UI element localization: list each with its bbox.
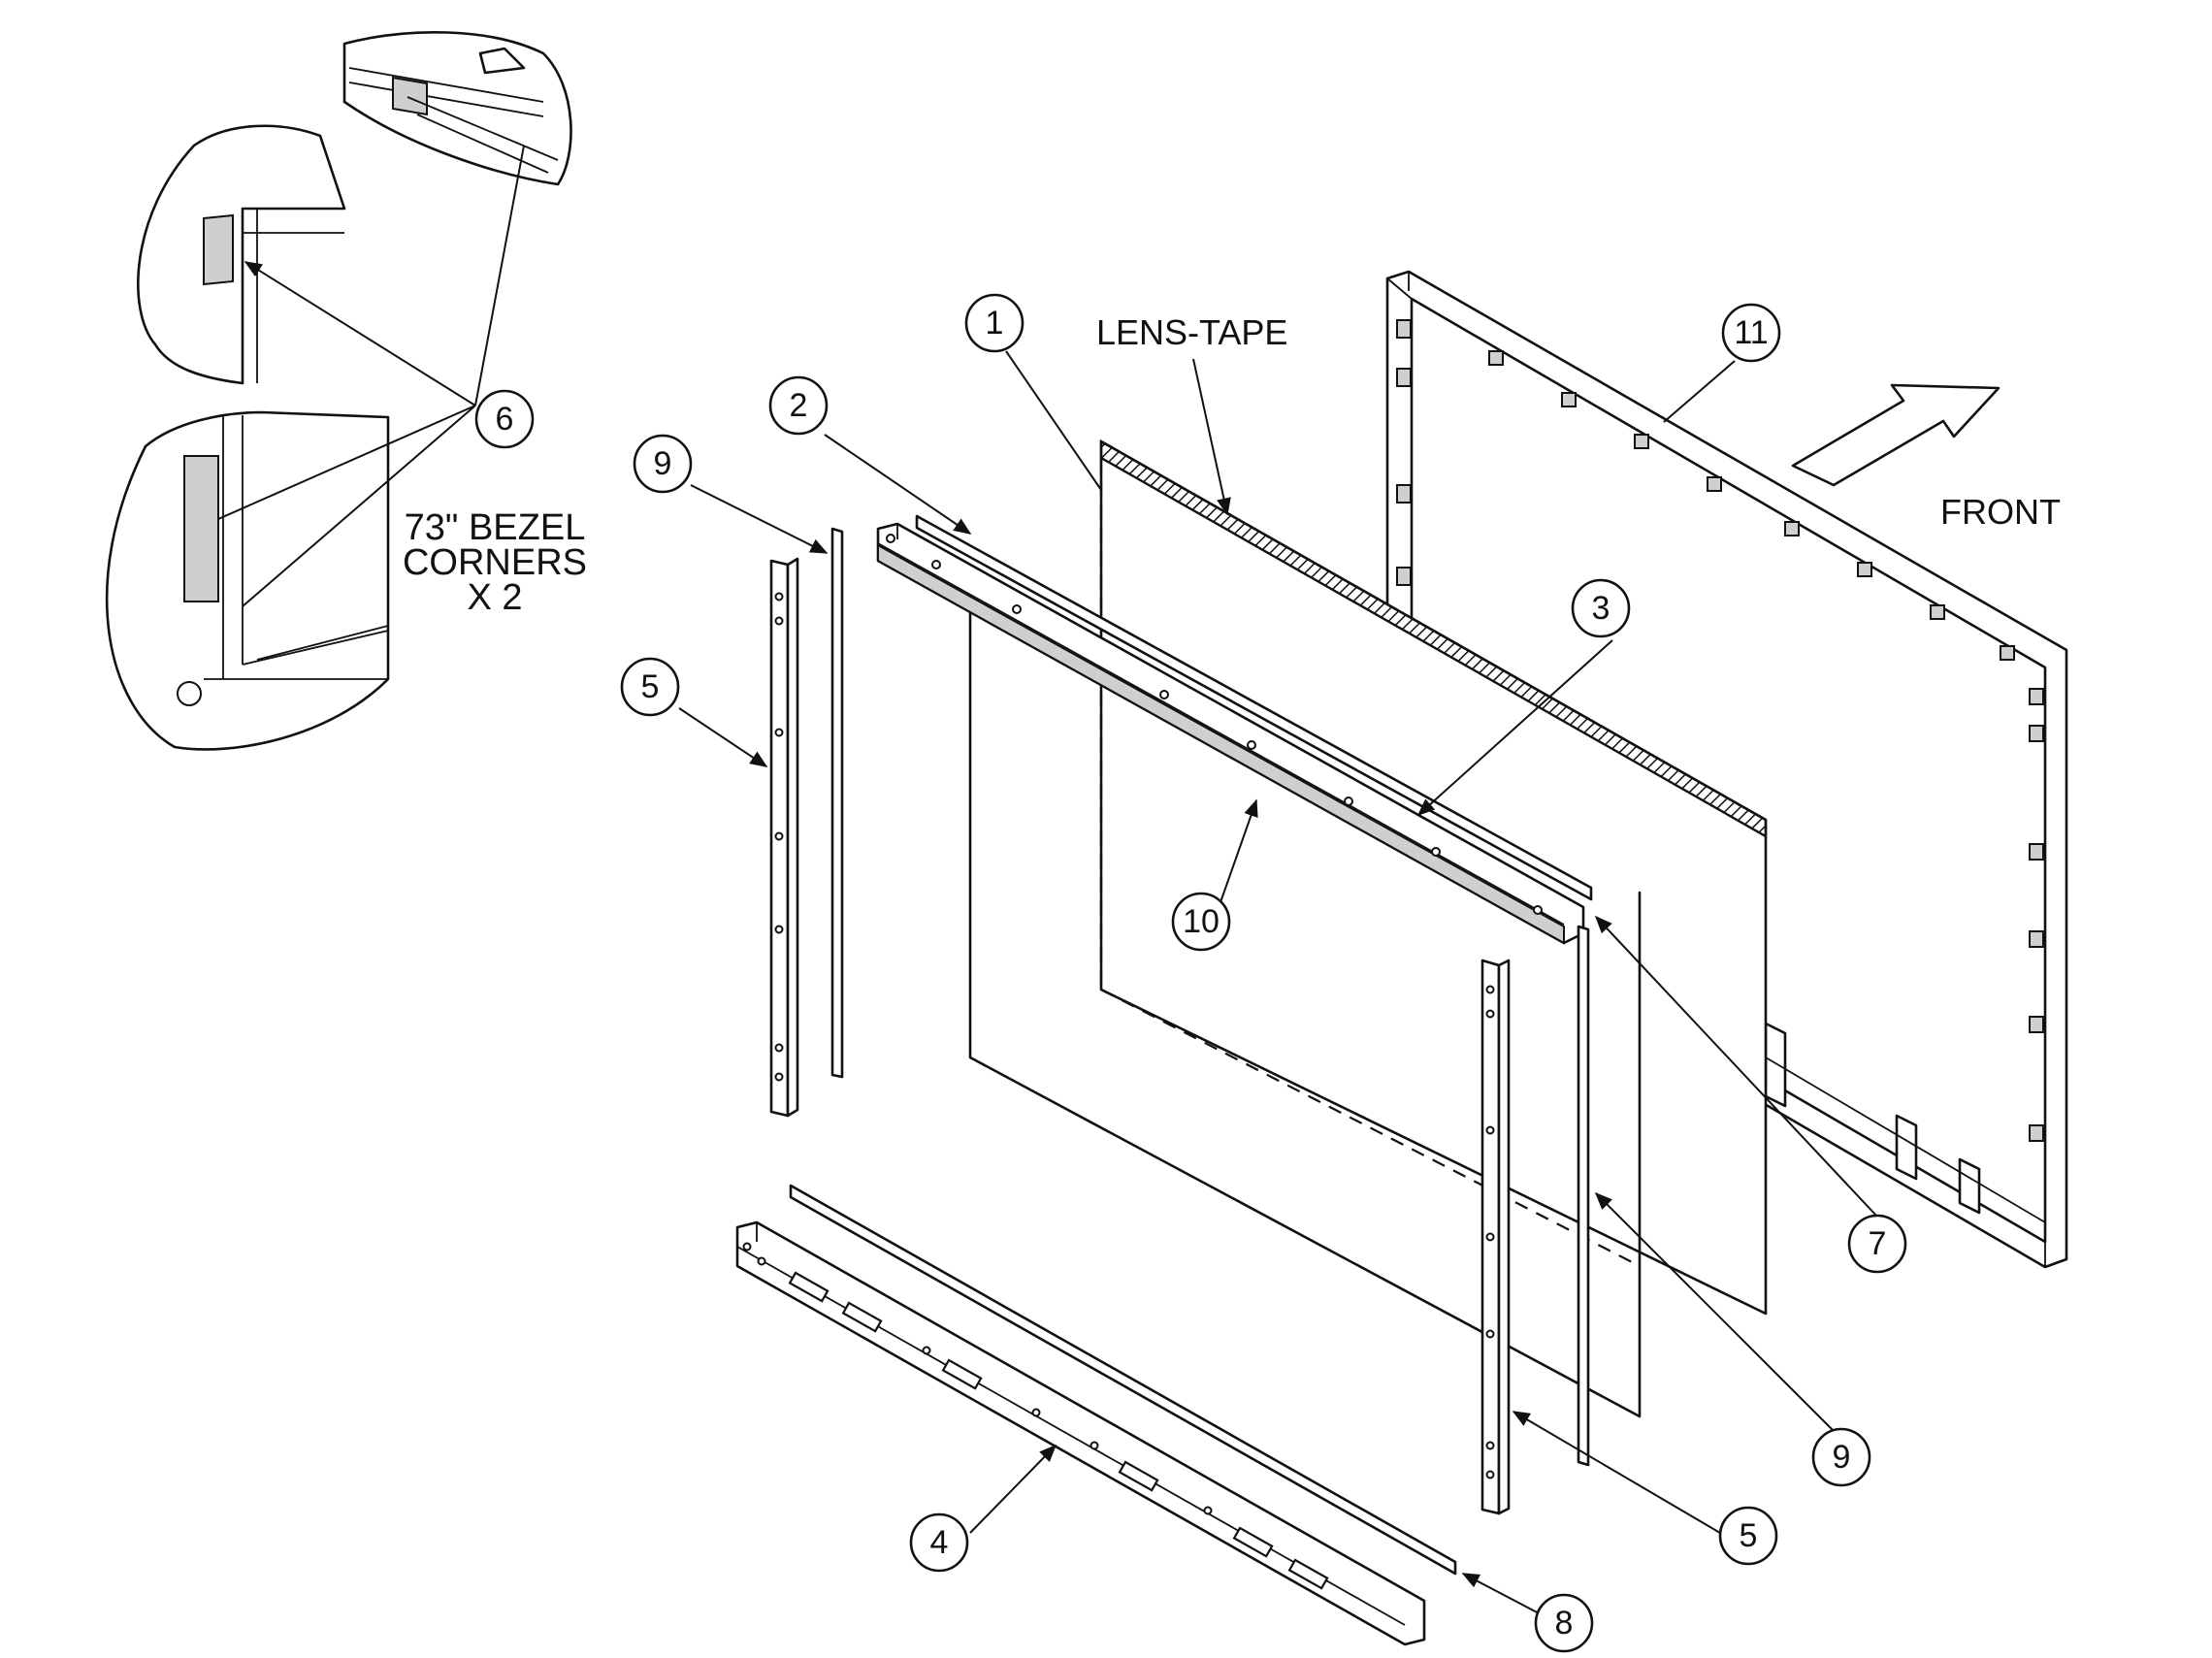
bezel-label-line-1: 73" BEZEL	[405, 507, 586, 548]
svg-text:6: 6	[496, 401, 514, 438]
callout-4: 4	[909, 1512, 969, 1573]
left-side-rail-part-5	[769, 557, 799, 1118]
lens-part-1	[1099, 439, 1768, 1316]
leader-lines	[217, 145, 1893, 1616]
detail-view-top	[342, 31, 572, 186]
svg-text:9: 9	[1833, 1439, 1851, 1476]
svg-text:5: 5	[641, 668, 660, 705]
callout-1: 1	[964, 293, 1025, 353]
callout-6: 6	[474, 389, 535, 449]
svg-text:7: 7	[1869, 1225, 1887, 1262]
front-label: FRONT	[1940, 492, 2061, 532]
diffuser-panel	[968, 580, 1642, 1418]
bezel-label-line-3: X 2	[467, 577, 522, 618]
lens-tape-strip	[1099, 439, 1768, 839]
svg-text:11: 11	[1734, 314, 1768, 351]
right-strip-part-9	[1577, 925, 1590, 1467]
bezel-label-line-2: CORNERS	[403, 542, 587, 583]
top-rail-part-10	[876, 522, 1585, 945]
callout-2: 2	[768, 375, 829, 436]
svg-text:1: 1	[986, 305, 1004, 341]
detail-view-bottom	[105, 410, 390, 751]
detail-view-middle	[137, 124, 346, 385]
callout-5-right: 5	[1718, 1506, 1778, 1566]
front-direction-arrow	[1791, 383, 2001, 487]
svg-text:4: 4	[930, 1524, 949, 1561]
bezel-frame-part-11	[1385, 270, 2068, 1269]
svg-text:10: 10	[1183, 903, 1220, 940]
left-strip-part-9	[830, 527, 844, 1079]
callout-11: 11	[1721, 303, 1781, 363]
callout-9-left: 9	[633, 434, 693, 494]
callout-10: 10	[1171, 892, 1231, 952]
svg-text:9: 9	[654, 445, 672, 482]
frame-bottom-brackets	[1764, 1022, 2046, 1223]
callout-7: 7	[1847, 1214, 1907, 1274]
lens-tape-label: LENS-TAPE	[1096, 312, 1287, 352]
callout-5-left: 5	[620, 657, 680, 717]
right-side-rail-part-5	[1480, 959, 1511, 1515]
svg-text:3: 3	[1592, 590, 1610, 627]
callout-8: 8	[1534, 1593, 1594, 1653]
bezel-corners-label: 73" BEZEL CORNERS X 2	[403, 507, 587, 618]
svg-text:8: 8	[1555, 1605, 1574, 1642]
frame-clip-row	[1396, 319, 2044, 1142]
bottom-strip-part-8	[789, 1184, 1457, 1576]
svg-text:5: 5	[1740, 1517, 1758, 1554]
callout-3: 3	[1571, 578, 1631, 638]
bottom-rail-part-4	[735, 1220, 1426, 1646]
callout-9-right: 9	[1811, 1427, 1871, 1487]
svg-text:2: 2	[790, 387, 808, 424]
